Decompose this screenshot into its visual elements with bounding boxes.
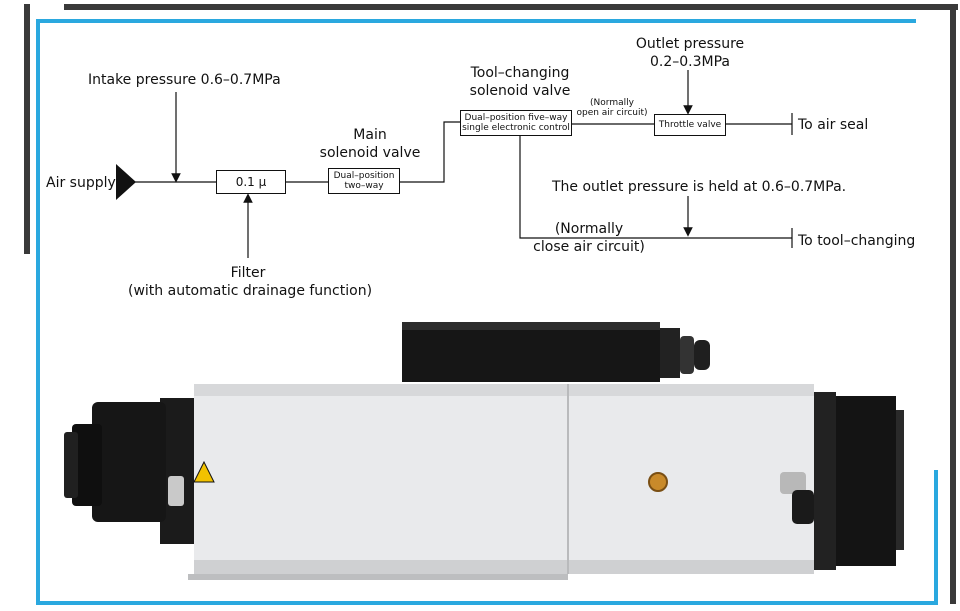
frame-top-blue bbox=[36, 19, 916, 23]
main-valve-box-line2: two–way bbox=[344, 181, 384, 191]
filter-label-line2: (with automatic drainage function) bbox=[128, 283, 373, 299]
normally-open-line2: open air circuit) bbox=[576, 108, 648, 118]
frame-top-dark bbox=[64, 4, 958, 10]
normally-open-label: (Normally open air circuit) bbox=[572, 98, 652, 118]
normally-close-line2: close air circuit) bbox=[533, 239, 645, 255]
main-valve-box-line1: Dual–position bbox=[333, 171, 395, 181]
frame-left-blue bbox=[36, 19, 40, 605]
tool-valve-box-line1: Dual–position five–way bbox=[464, 113, 568, 123]
air-supply-label: Air supply bbox=[46, 175, 116, 191]
main-to-tool-valve-line bbox=[400, 121, 460, 183]
outlet-held-label: The outlet pressure is held at 0.6–0.7MP… bbox=[552, 179, 847, 195]
main-valve-title-line1: Main bbox=[353, 127, 387, 143]
filter-label: Filter (with automatic drainage function… bbox=[128, 264, 373, 300]
tool-valve-box-line2: single electronic control bbox=[462, 123, 570, 133]
outlet-pressure-line1: Outlet pressure bbox=[635, 36, 745, 52]
filter-label-line1: Filter bbox=[230, 265, 266, 281]
frame-bottom-blue bbox=[36, 601, 938, 605]
normally-open-line1: (Normally bbox=[590, 98, 634, 108]
tool-changing-line bbox=[519, 136, 792, 239]
normally-close-line1: (Normally bbox=[554, 221, 624, 237]
outlet-pressure-label: Outlet pressure 0.2–0.3MPa bbox=[630, 35, 750, 71]
spindle-motor-illustration bbox=[64, 322, 904, 580]
main-valve-box: Dual–position two–way bbox=[328, 168, 400, 194]
tool-valve-box: Dual–position five–way single electronic… bbox=[460, 110, 572, 136]
frame-right-blue bbox=[934, 470, 938, 605]
to-air-seal-label: To air seal bbox=[798, 117, 869, 133]
intake-pressure-label: Intake pressure 0.6–0.7MPa bbox=[88, 72, 281, 88]
filter-box: 0.1 μ bbox=[216, 170, 286, 194]
frame-left-dark bbox=[24, 4, 30, 254]
tool-valve-title-line1: Tool–changing bbox=[470, 65, 570, 81]
main-valve-title: Main solenoid valve bbox=[310, 126, 430, 162]
outlet-pressure-line2: 0.2–0.3MPa bbox=[649, 54, 730, 70]
air-supply-triangle-icon bbox=[116, 164, 136, 200]
normally-close-label: (Normally close air circuit) bbox=[530, 220, 648, 256]
filter-box-label: 0.1 μ bbox=[235, 175, 267, 189]
tool-valve-title: Tool–changing solenoid valve bbox=[456, 64, 584, 100]
tool-valve-title-line2: solenoid valve bbox=[469, 83, 571, 99]
main-valve-title-line2: solenoid valve bbox=[319, 145, 421, 161]
throttle-valve-label: Throttle valve bbox=[658, 120, 722, 130]
to-tool-changing-label: To tool–changing bbox=[798, 233, 916, 249]
throttle-valve-box: Throttle valve bbox=[654, 114, 726, 136]
warning-triangle-icon bbox=[193, 460, 215, 483]
frame-right-dark bbox=[950, 4, 956, 604]
